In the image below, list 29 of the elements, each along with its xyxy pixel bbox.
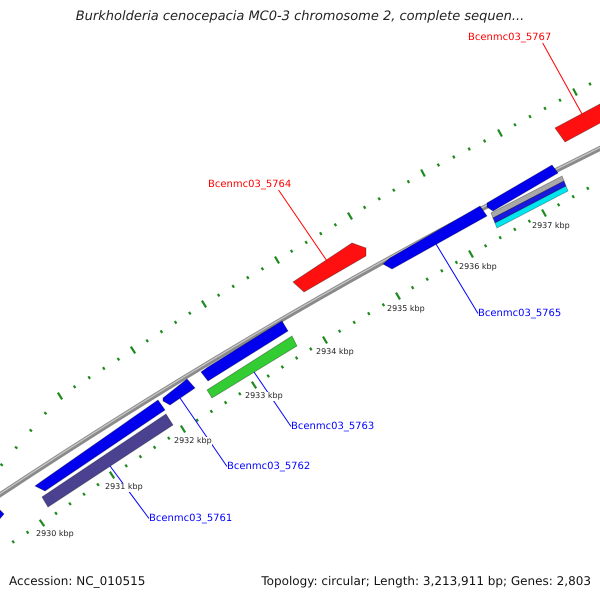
footer-text: Topology: circular; Length: 3,213,911 bp; Genes: 2,803 <box>261 575 591 588</box>
leader-line <box>278 190 328 262</box>
gene-label: Bcenmc03_5764 <box>208 179 292 190</box>
gene-bar <box>487 165 558 211</box>
footer-text: Accession: NC_010515 <box>9 575 146 588</box>
gene-bar <box>163 379 195 405</box>
gene-bar <box>207 336 297 398</box>
scale-label: 2933 kbp <box>245 392 283 401</box>
scale-label: 2932 kbp <box>174 437 212 446</box>
scale-label: 2936 kbp <box>459 263 497 272</box>
gene-bar <box>555 104 600 142</box>
gene-bar <box>293 243 366 292</box>
gene-bar <box>201 321 288 381</box>
scale-label: 2934 kbp <box>316 348 354 357</box>
gene-bar <box>42 414 173 507</box>
title: Burkholderia cenocepacia MC0-3 chromosome 2, complete sequen... <box>74 10 526 24</box>
scale-label: 2930 kbp <box>36 530 74 539</box>
gene-label: Bcenmc03_5761 <box>149 513 232 524</box>
gene-label: Bcenmc03_5763 <box>291 421 374 432</box>
scale-label: 2937 kbp <box>532 222 570 231</box>
gene-label: Bcenmc03_5765 <box>478 308 562 319</box>
gene-bar <box>35 400 165 491</box>
gene-label: Bcenmc03_5767 <box>468 32 552 43</box>
scale-label: 2935 kbp <box>387 305 425 314</box>
leader-line <box>180 398 228 467</box>
scale-label: 2931 kbp <box>105 483 143 492</box>
leader-line <box>436 244 478 314</box>
leader-line <box>542 42 582 114</box>
gene-label: Bcenmc03_5762 <box>227 461 310 472</box>
